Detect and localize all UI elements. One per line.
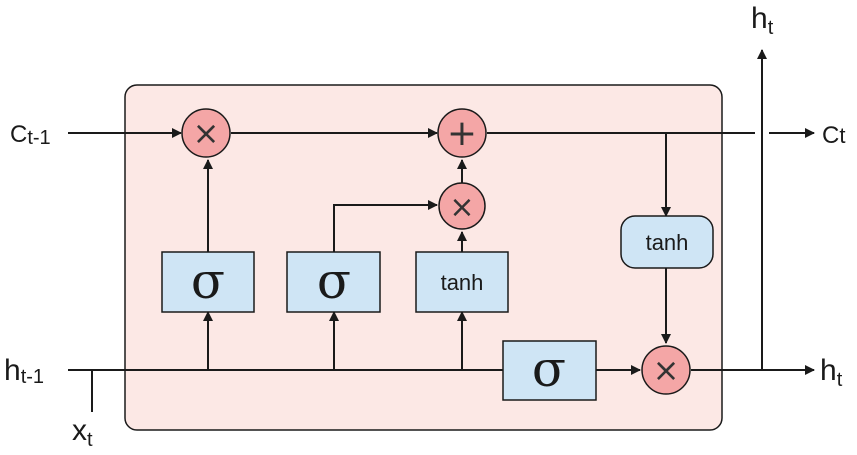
cell-add-symbol: + [447, 113, 477, 154]
label-c-out: Ct [822, 122, 845, 149]
forget-gate-box [161, 251, 255, 313]
candidate-gate-box [415, 251, 509, 313]
forget-multiply-op: × [181, 108, 231, 158]
label-h-out-top-sub: t [768, 17, 774, 39]
label-c-out-main: C [822, 122, 839, 149]
output-gate: σ [502, 340, 597, 401]
cell-tanh-label: tanh [646, 230, 689, 255]
input-gate-box [286, 251, 381, 313]
output-multiply-symbol: × [653, 351, 680, 389]
forget-gate: σ [161, 251, 255, 313]
input-multiply-symbol: × [449, 190, 474, 225]
input-multiply-circle [438, 182, 486, 230]
label-c-out-sub: t [839, 123, 845, 148]
cell-tanh-box [620, 215, 714, 269]
label-h-out-right: ht [820, 354, 843, 391]
candidate-gate: tanh [415, 251, 509, 313]
output-multiply-op: × [641, 345, 691, 395]
label-h-prev: ht-1 [4, 354, 44, 388]
cell-add-circle [437, 108, 487, 158]
label-h-prev-main: h [4, 354, 21, 387]
label-c-prev-main: C [10, 121, 27, 148]
label-h-out-right-sub: t [837, 369, 843, 391]
output-gate-box [502, 340, 597, 401]
input-gate-symbol: σ [317, 252, 351, 310]
label-h-prev-sub: t-1 [21, 366, 44, 388]
line-input-sigma-to-mult [333, 200, 438, 252]
label-c-prev-sub: t-1 [27, 127, 50, 149]
cell-tanh: tanh [620, 215, 714, 269]
input-multiply-op: × [438, 182, 486, 230]
cell-add-op: + [437, 108, 487, 158]
input-gate: σ [286, 251, 381, 313]
label-x-t-main: x [72, 414, 87, 447]
label-x-t: xt [72, 414, 93, 451]
label-x-t-sub: t [87, 429, 93, 451]
output-gate-symbol: σ [532, 340, 566, 398]
forget-multiply-circle [181, 108, 231, 158]
connections [68, 49, 815, 412]
label-h-out-right-main: h [820, 354, 837, 387]
output-multiply-circle [641, 345, 691, 395]
label-h-out-top-main: h [751, 2, 768, 35]
forget-multiply-symbol: × [193, 114, 220, 152]
label-h-out-top: ht [751, 2, 774, 39]
label-c-prev: Ct-1 [10, 121, 51, 149]
candidate-gate-label: tanh [441, 270, 484, 295]
forget-gate-symbol: σ [191, 252, 225, 310]
